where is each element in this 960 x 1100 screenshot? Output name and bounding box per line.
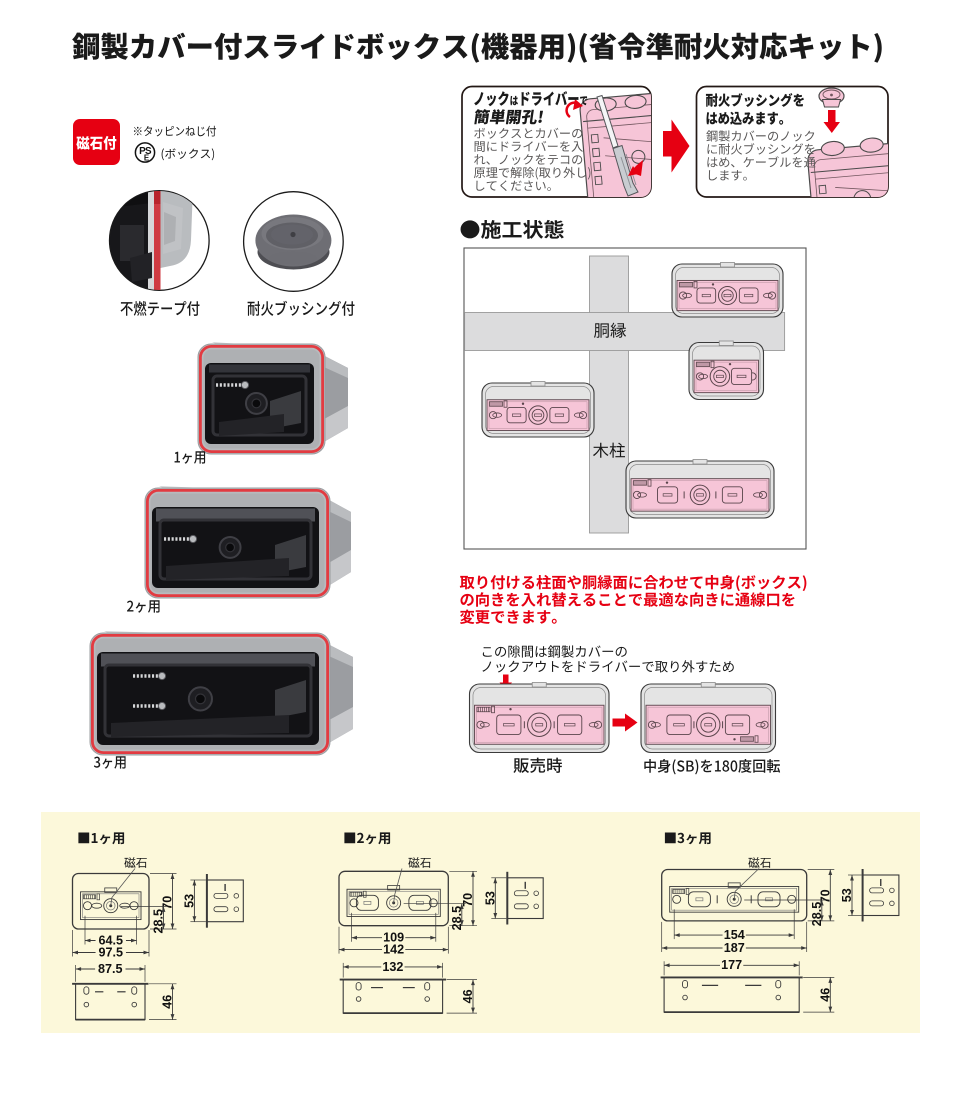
svg-text:187: 187 — [724, 941, 745, 955]
svg-text:132: 132 — [382, 960, 403, 974]
svg-text:70: 70 — [819, 889, 833, 903]
svg-text:177: 177 — [721, 958, 742, 972]
svg-text:70: 70 — [461, 893, 475, 907]
svg-text:53: 53 — [183, 894, 197, 908]
svg-text:70: 70 — [161, 896, 175, 910]
svg-text:53: 53 — [484, 891, 498, 905]
svg-text:87.5: 87.5 — [98, 962, 123, 976]
svg-text:PS: PS — [139, 146, 152, 157]
svg-text:28.5: 28.5 — [450, 906, 464, 931]
svg-text:28.5: 28.5 — [152, 909, 166, 934]
svg-text:46: 46 — [161, 995, 175, 1009]
svg-text:28.5: 28.5 — [810, 902, 824, 927]
svg-text:46: 46 — [461, 989, 475, 1003]
svg-text:154: 154 — [724, 928, 745, 942]
svg-text:64.5: 64.5 — [98, 933, 123, 947]
svg-text:142: 142 — [383, 943, 404, 957]
svg-text:46: 46 — [819, 988, 833, 1002]
svg-text:53: 53 — [840, 888, 854, 902]
svg-text:97.5: 97.5 — [98, 945, 123, 959]
svg-text:E: E — [144, 154, 149, 163]
svg-text:109: 109 — [383, 931, 404, 945]
